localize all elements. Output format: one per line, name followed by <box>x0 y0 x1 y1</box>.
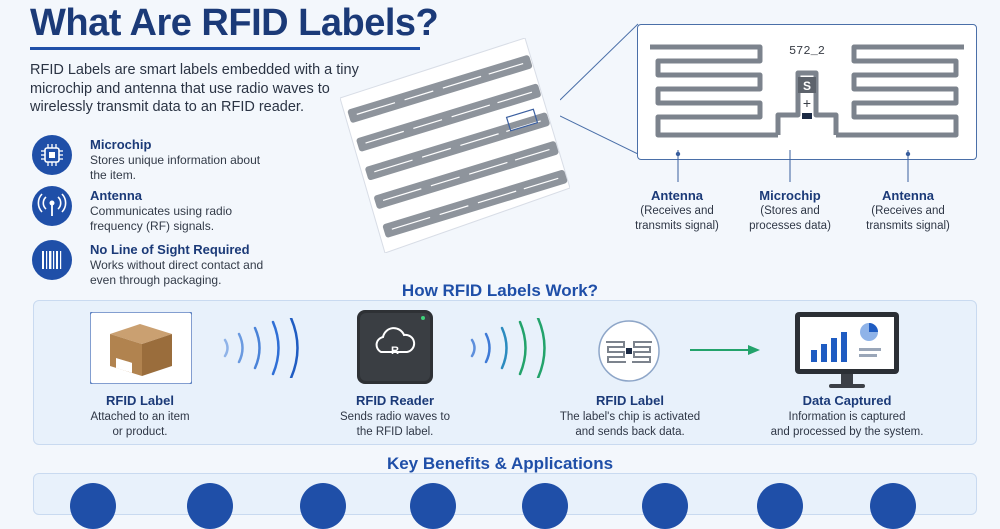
monitor-icon <box>642 483 688 529</box>
annotation-desc-1: (Receives and <box>640 205 714 217</box>
benefits-heading: Key Benefits & Applications <box>386 454 614 473</box>
feature-title: Microchip <box>90 137 152 152</box>
step-1-desc: Attached to an item or product. <box>60 410 220 440</box>
callout-lines <box>675 150 911 182</box>
step-1-title: RFID Label <box>106 393 174 408</box>
zoom-connector-lines <box>560 23 639 155</box>
annotation-desc-2: transmits signal) <box>635 220 719 232</box>
rfid-inlay-detail-panel: 572_2 S + <box>637 24 977 160</box>
step-desc-line: The label's chip is activated <box>559 411 701 423</box>
how-it-works-heading: How RFID Labels Work? <box>401 281 599 300</box>
annotation-desc-1: (Receives and <box>871 205 945 217</box>
step-desc-line: Sends radio waves to <box>340 411 450 423</box>
rfid-label-sheet-image <box>340 38 570 253</box>
step-desc-line: Information is captured <box>788 411 906 423</box>
annotation-title: Microchip <box>759 188 821 203</box>
annotation-desc-2: transmits signal) <box>866 220 950 232</box>
feature-desc: Stores unique information about the item… <box>90 153 261 182</box>
step-desc-line: and sends back data. <box>575 426 685 438</box>
step-4-title: Data Captured <box>802 393 892 408</box>
feature-microchip: Microchip Stores unique information abou… <box>30 135 330 185</box>
chip-mark: S <box>803 79 811 93</box>
title-underline <box>30 47 420 50</box>
phone-icon <box>757 483 803 529</box>
rfid-reader-device: R <box>357 310 433 384</box>
annotation-title: Antenna <box>882 188 934 203</box>
barcode-icon <box>32 240 72 280</box>
chip-icon <box>32 135 72 175</box>
intro-text: RFID Labels are smart labels embedded wi… <box>30 62 359 115</box>
antenna-icon <box>32 186 72 226</box>
annotation-antenna-right: Antenna (Receives and transmits signal) <box>843 188 973 234</box>
step-3-desc: The label's chip is activated and sends … <box>540 410 720 440</box>
feature-no-line-of-sight: No Line of Sight Required Works without … <box>30 240 330 290</box>
feature-title: No Line of Sight Required <box>90 242 250 257</box>
feature-antenna: Antenna Communicates using radio frequen… <box>30 186 330 236</box>
microchip-die <box>802 113 812 119</box>
radio-waves-return-icon <box>470 318 546 378</box>
page-title: What Are RFID Labels? <box>30 2 439 44</box>
feature-title: Antenna <box>90 188 142 203</box>
shield-icon <box>410 483 456 529</box>
package-box-icon <box>90 312 192 384</box>
monitor-dashboard-icon <box>795 312 899 388</box>
inlay-code: 572_2 <box>789 44 825 58</box>
rfid-label-circle-icon <box>598 320 660 382</box>
gauge-icon <box>187 483 233 529</box>
step-desc-line: the RFID label. <box>356 426 434 438</box>
reader-glyph: R <box>391 345 399 357</box>
feature-desc: Works without direct contact and even th… <box>90 258 264 287</box>
feature-desc: Communicates using radio frequency (RF) … <box>90 204 233 233</box>
step-2-title: RFID Reader <box>355 393 435 408</box>
arrow-right-icon <box>690 345 760 355</box>
step-2-desc: Sends radio waves to the RFID label. <box>310 410 480 440</box>
radio-waves-icon <box>223 318 299 378</box>
clipboard-icon <box>70 483 116 529</box>
annotation-desc-1: (Stores and <box>760 205 820 217</box>
step-3-title: RFID Label <box>596 393 664 408</box>
step-desc-line: and processed by the system. <box>770 426 924 438</box>
step-desc-line: Attached to an item <box>90 411 190 423</box>
plus-mark: + <box>803 95 811 111</box>
rfid-inlay-diagram: 572_2 S + <box>650 39 964 138</box>
benefits-panel <box>33 473 977 515</box>
step-4-desc: Information is captured and processed by… <box>752 410 942 440</box>
tag-icon <box>300 483 346 529</box>
cart-icon <box>870 483 916 529</box>
annotation-desc-2: processes data) <box>749 220 831 232</box>
warehouse-icon <box>522 483 568 529</box>
annotation-title: Antenna <box>651 188 703 203</box>
step-desc-line: or product. <box>112 426 168 438</box>
annotation-antenna-left: Antenna (Receives and transmits signal) <box>612 188 742 234</box>
annotation-microchip: Microchip (Stores and processes data) <box>725 188 855 234</box>
